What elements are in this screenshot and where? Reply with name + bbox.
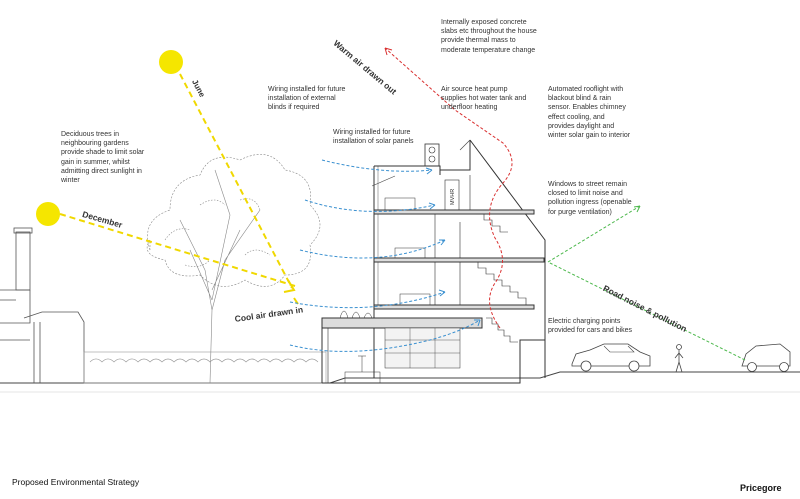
annotation-concrete: Internally exposed concrete slabs etc th… (441, 19, 537, 54)
sun-june-icon (159, 50, 183, 74)
cool-air-arrowheads (425, 167, 481, 327)
car-left (571, 343, 651, 367)
annotation-rooflight: Automated rooflight with blackout blind … (548, 86, 631, 140)
ground-line (0, 371, 800, 384)
garden-hedge (83, 351, 327, 384)
annotation-heat-pump: Air source heat pump supplies hot water … (441, 86, 527, 112)
cool-air-arrows (289, 159, 481, 352)
annotation-charging: Electric charging points provided for ca… (548, 318, 633, 335)
label-mvhr: MVHR (450, 188, 456, 205)
december-sun-ray (59, 213, 296, 287)
leader-lines (371, 139, 471, 187)
warm-air-arrow (384, 47, 513, 329)
noise-blocked-arrow (547, 205, 641, 263)
house-section (321, 139, 546, 384)
warm-air-arrowhead (384, 47, 393, 56)
noise-arrowhead (633, 205, 641, 213)
person (674, 344, 684, 373)
sun-december-icon (36, 202, 60, 226)
annotation-windows: Windows to street remain closed to limit… (548, 181, 632, 216)
annotation-wiring-blinds: Wiring installed for future installation… (268, 86, 346, 112)
june-sun-ray (179, 73, 293, 289)
annotation-solar-panels: Wiring installed for future installation… (333, 129, 414, 146)
diagram-caption: Proposed Environmental Strategy (12, 477, 140, 487)
deciduous-tree (146, 154, 321, 384)
sun-ray-arrowhead (283, 279, 299, 305)
road-noise-arrow (547, 261, 746, 361)
brand-logo: Pricegore (740, 483, 782, 493)
neighbour-house (0, 227, 85, 383)
street-elements (571, 343, 791, 373)
car-right (741, 343, 791, 367)
annotation-trees: Deciduous trees in neighbouring gardens … (61, 131, 145, 185)
